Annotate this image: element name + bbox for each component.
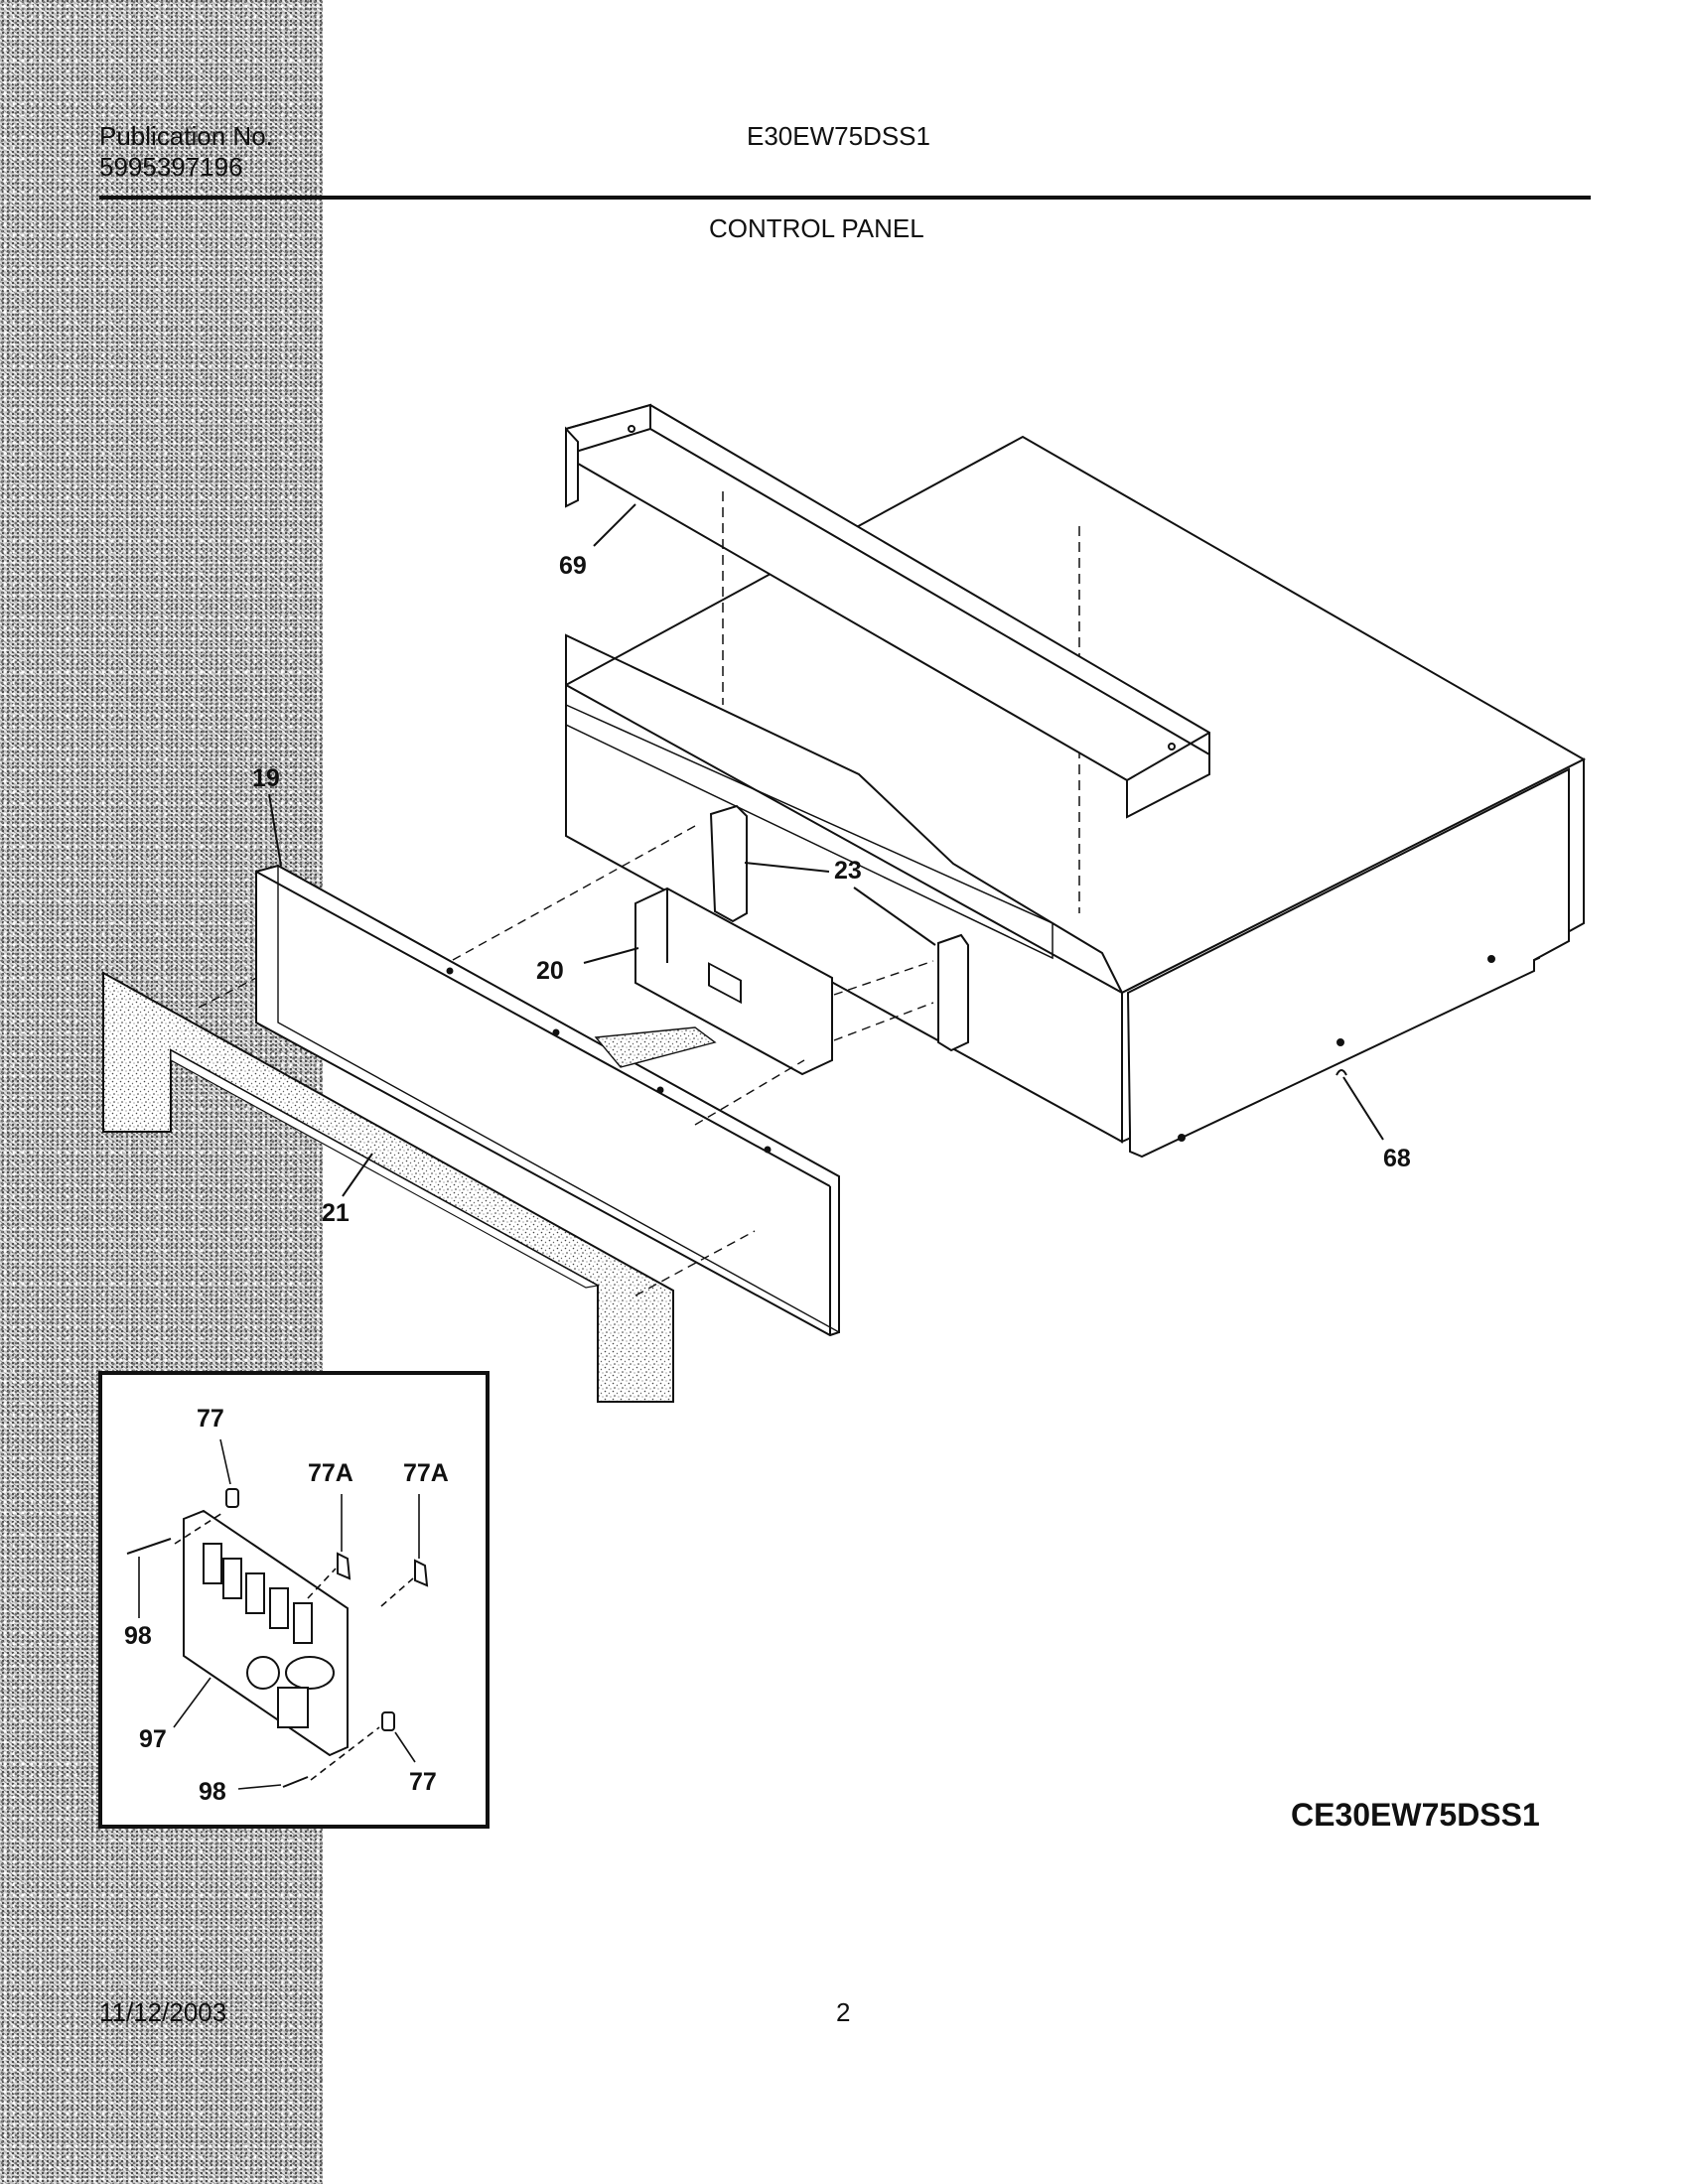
inset-callout-98-lower: 98 (199, 1778, 226, 1806)
callout-19: 19 (252, 764, 280, 792)
model-header: E30EW75DSS1 (747, 121, 930, 151)
inset-leader-lines (138, 1438, 420, 1790)
callout-23: 23 (834, 857, 862, 885)
callout-68: 68 (1383, 1145, 1411, 1172)
part-19-control-panel (255, 864, 840, 1337)
part-77a-left (337, 1552, 352, 1580)
publication-block: Publication No. 5995397196 (99, 121, 273, 183)
part-20-oven-control (594, 887, 833, 1076)
inset-callout-77a-left: 77A (308, 1459, 353, 1487)
part-98-screw-upper (126, 1538, 172, 1555)
part-77-spacer-top (225, 1488, 239, 1508)
inset-callout-98-upper: 98 (124, 1622, 152, 1650)
callout-20: 20 (536, 957, 564, 985)
inset-hardware (126, 1488, 429, 1788)
inset-callout-77a-right: 77A (403, 1459, 449, 1487)
part-21-trim-frame (102, 971, 674, 1403)
footer-date: 11/12/2003 (99, 1997, 227, 2027)
footer-page-number: 2 (836, 1997, 851, 2027)
circuit-board-inset: 77 77A 77A 98 97 98 77 (98, 1371, 490, 1829)
part-77a-right (414, 1559, 429, 1587)
leader-lines (268, 503, 1384, 1197)
part-23-brackets (709, 804, 969, 1052)
part-77-spacer-bottom (381, 1711, 395, 1731)
section-title: CONTROL PANEL (709, 213, 924, 243)
diagram-model-code: CE30EW75DSS1 (1291, 1797, 1540, 1833)
header-rule (99, 196, 1591, 200)
publication-label: Publication No. (99, 121, 273, 151)
inset-callout-77-bottom: 77 (409, 1768, 437, 1796)
publication-number: 5995397196 (99, 152, 243, 182)
part-97-circuit-board (183, 1509, 349, 1757)
callout-21: 21 (322, 1199, 350, 1227)
part-69-top-trim (565, 403, 1210, 960)
alignment-lines (198, 825, 934, 1297)
inset-callout-97: 97 (139, 1725, 167, 1753)
inset-callout-77-top: 77 (197, 1405, 224, 1433)
callout-69: 69 (559, 552, 587, 580)
part-98-screw-lower (282, 1776, 309, 1788)
